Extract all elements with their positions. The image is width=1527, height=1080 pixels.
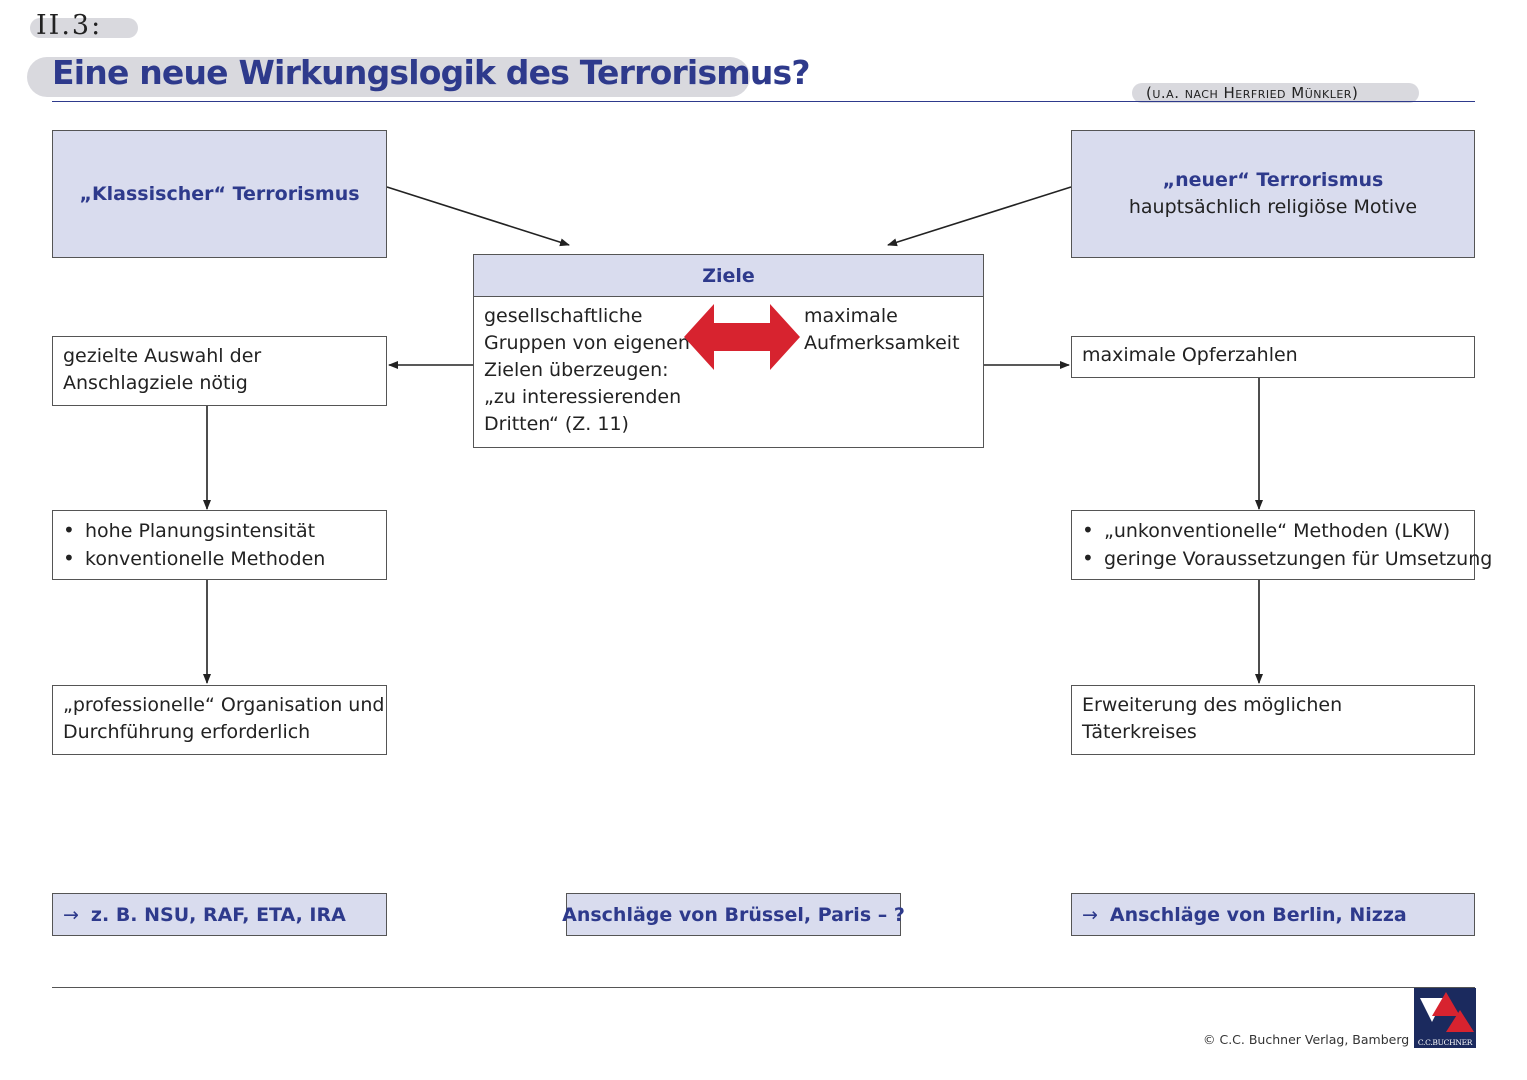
- new-terrorism-box: „neuer“ Terrorismus hauptsächlich religi…: [1071, 130, 1475, 258]
- right-arrow-icon: →: [1082, 903, 1098, 926]
- professional-organisation-box: „professionelle“ Organisation und Durchf…: [52, 685, 387, 755]
- goals-line: maximale: [804, 305, 898, 327]
- center-examples-text: Anschläge von Brüssel, Paris – ?: [562, 903, 905, 926]
- source-highlight: [1132, 83, 1419, 103]
- bullet-item: geringe Voraussetzungen für Umsetzung: [1082, 545, 1492, 573]
- arrow-classic-to-goals: [386, 186, 570, 247]
- box-line: Täterkreises: [1082, 721, 1197, 743]
- unconventional-methods-box: „unkonventionelle“ Methoden (LKW) gering…: [1071, 510, 1492, 580]
- center-examples-box: Anschläge von Brüssel, Paris – ?: [562, 893, 905, 936]
- goals-right-text: maximale Aufmerksamkeit: [804, 303, 960, 357]
- targeted-selection-box: gezielte Auswahl der Anschlagziele nötig: [52, 336, 387, 406]
- box-line: Durchführung erforderlich: [63, 721, 311, 743]
- bullet-item: „unkonventionelle“ Methoden (LKW): [1082, 517, 1464, 545]
- logo-triangles-icon: [1420, 992, 1474, 1032]
- goals-line: „zu interessierenden: [484, 386, 682, 408]
- classic-terrorism-title: „Klassischer“ Terrorismus: [79, 182, 360, 205]
- goals-line: gesellschaftliche: [484, 305, 643, 327]
- classic-examples-box: → z. B. NSU, RAF, ETA, IRA: [52, 893, 387, 936]
- planning-methods-box: hohe Planungsintensität konventionelle M…: [52, 510, 387, 580]
- box-line: maximale Opferzahlen: [1082, 344, 1298, 366]
- box-line: Anschlagziele nötig: [63, 372, 248, 394]
- new-terrorism-title: „neuer“ Terrorismus: [1162, 169, 1384, 191]
- title-highlight: [27, 57, 750, 97]
- new-examples-box: → Anschläge von Berlin, Nizza: [1071, 893, 1475, 936]
- goals-left-text: gesellschaftliche Gruppen von eigenen Zi…: [484, 303, 690, 438]
- classic-examples-text: z. B. NSU, RAF, ETA, IRA: [90, 903, 346, 926]
- classic-terrorism-box: „Klassischer“ Terrorismus: [52, 130, 387, 258]
- footer-rule: [52, 987, 1475, 988]
- bullet-item: konventionelle Methoden: [63, 545, 376, 573]
- perpetrator-circle-box: Erweiterung des möglichen Täterkreises: [1071, 685, 1475, 755]
- section-number: II.3:: [36, 10, 103, 41]
- source-note: (u.a. nach Herfried Münkler): [1146, 84, 1359, 102]
- box-line: Erweiterung des möglichen: [1082, 694, 1343, 716]
- goals-line: Aufmerksamkeit: [804, 332, 960, 354]
- new-terrorism-subtitle: hauptsächlich religiöse Motive: [1128, 196, 1418, 218]
- page-title: Eine neue Wirkungslogik des Terrorismus?: [52, 53, 811, 92]
- header-rule: [52, 101, 1475, 102]
- goals-line: Dritten“ (Z. 11): [484, 413, 629, 435]
- box-line: „professionelle“ Organisation und: [63, 694, 385, 716]
- publisher-logo: C.C.BUCHNER: [1414, 988, 1476, 1048]
- goals-box: gesellschaftliche Gruppen von eigenen Zi…: [473, 296, 984, 448]
- copyright-text: © C.C. Buchner Verlag, Bamberg: [1203, 1032, 1410, 1047]
- arrow-new-to-goals: [887, 186, 1072, 247]
- goals-line: Zielen überzeugen:: [484, 359, 669, 381]
- section-tag-highlight: [30, 18, 138, 38]
- red-double-arrow-icon: [684, 304, 800, 370]
- box-line: gezielte Auswahl der: [63, 345, 262, 367]
- logo-text: C.C.BUCHNER: [1417, 1038, 1473, 1047]
- bullet-item: hohe Planungsintensität: [63, 517, 376, 545]
- goals-line: Gruppen von eigenen: [484, 332, 690, 354]
- goals-header: Ziele: [473, 254, 984, 297]
- new-examples-text: Anschläge von Berlin, Nizza: [1109, 903, 1407, 926]
- right-arrow-icon: →: [63, 903, 79, 926]
- max-casualties-box: maximale Opferzahlen: [1071, 336, 1475, 378]
